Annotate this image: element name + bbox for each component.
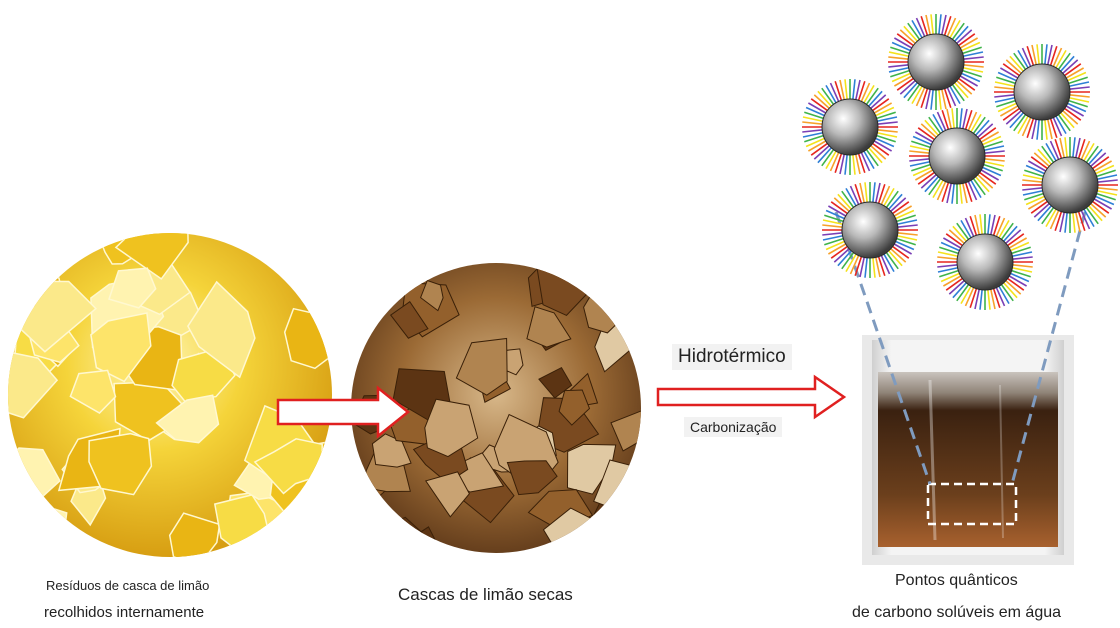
quantum-dot <box>802 79 898 175</box>
carbon-quantum-dots-illustration <box>802 14 1118 310</box>
process-label-carbonization: Carbonização <box>684 417 782 437</box>
caption-fresh-peels-line2: recolhidos internamente <box>44 604 204 621</box>
process-label-carbonization-text: Carbonização <box>690 419 776 435</box>
dried-peel-piece <box>615 267 659 318</box>
lemon-peel-piece <box>25 504 67 549</box>
quantum-dot <box>994 44 1090 140</box>
lemon-peel-piece <box>285 309 342 369</box>
quantum-dot <box>888 14 984 110</box>
caption-product-line1: Pontos quânticos <box>895 572 1018 590</box>
quantum-dot <box>1022 137 1118 233</box>
hydrothermal-arrow-icon <box>658 377 844 417</box>
process-label-hydrothermal: Hidrotérmico <box>672 344 792 370</box>
dried-peel-piece <box>584 284 630 333</box>
quantum-dot <box>909 108 1005 204</box>
caption-fresh-peels-line1: Resíduos de casca de limão <box>46 578 209 593</box>
fresh-lemon-peels-image <box>0 208 349 566</box>
caption-product-line2: de carbono solúveis em água <box>852 604 1061 622</box>
quantum-dot <box>822 182 918 278</box>
quantum-dot <box>937 214 1033 310</box>
lemon-peel-piece <box>0 220 42 269</box>
caption-dried-peels: Cascas de limão secas <box>398 585 573 605</box>
dried-peel-piece <box>586 264 616 295</box>
process-label-hydrothermal-text: Hidrotérmico <box>678 346 786 367</box>
